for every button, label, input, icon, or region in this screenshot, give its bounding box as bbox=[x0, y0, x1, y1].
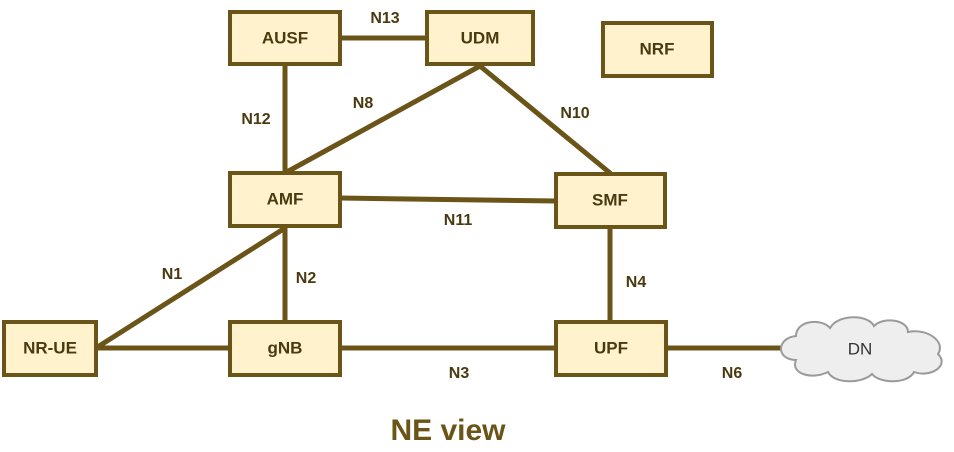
node-smf-label: SMF bbox=[592, 190, 628, 209]
label-n3: N3 bbox=[449, 365, 470, 382]
label-n13: N13 bbox=[370, 10, 399, 27]
node-udm-label: UDM bbox=[461, 28, 500, 47]
node-dn-cloud[interactable]: DN bbox=[780, 316, 943, 383]
node-upf[interactable]: UPF bbox=[554, 320, 668, 377]
node-gnb[interactable]: gNB bbox=[228, 320, 342, 377]
node-upf-label: UPF bbox=[594, 338, 628, 357]
node-nr-ue[interactable]: NR-UE bbox=[2, 320, 98, 377]
label-n10: N10 bbox=[560, 105, 589, 122]
node-udm[interactable]: UDM bbox=[425, 10, 535, 66]
label-n2: N2 bbox=[296, 270, 317, 287]
label-n4: N4 bbox=[626, 274, 647, 291]
link-n1 bbox=[93, 225, 288, 351]
node-ausf-label: AUSF bbox=[262, 28, 308, 47]
node-dn-label: DN bbox=[848, 339, 873, 358]
label-n8: N8 bbox=[353, 95, 374, 112]
node-amf-label: AMF bbox=[267, 189, 304, 208]
label-n6: N6 bbox=[722, 365, 743, 382]
label-n1: N1 bbox=[162, 266, 183, 283]
diagram-caption: NE view bbox=[390, 414, 506, 447]
node-smf[interactable]: SMF bbox=[554, 172, 667, 229]
node-nrf[interactable]: NRF bbox=[601, 21, 714, 78]
cloud-icon bbox=[780, 316, 943, 383]
node-nrf-label: NRF bbox=[640, 39, 675, 58]
link-n8 bbox=[282, 63, 483, 176]
label-n11: N11 bbox=[444, 212, 473, 229]
link-n11 bbox=[337, 195, 559, 204]
node-ausf[interactable]: AUSF bbox=[228, 10, 342, 66]
node-amf[interactable]: AMF bbox=[228, 171, 342, 228]
label-n12: N12 bbox=[241, 111, 270, 128]
link-n10 bbox=[477, 63, 613, 176]
node-nr-ue-label: NR-UE bbox=[23, 338, 77, 357]
node-gnb-label: gNB bbox=[268, 338, 303, 357]
